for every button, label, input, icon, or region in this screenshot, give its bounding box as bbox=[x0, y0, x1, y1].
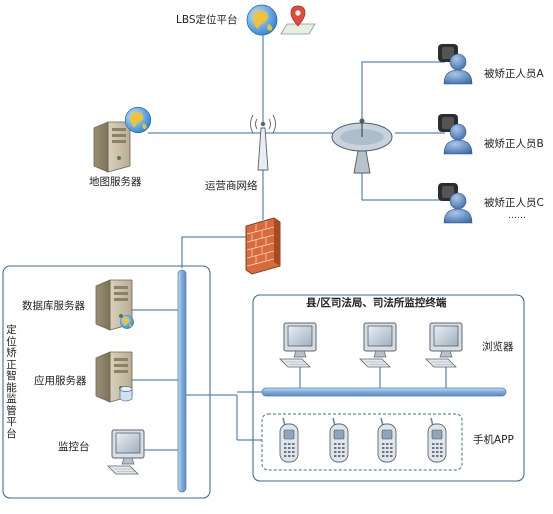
ellipsis-label: …… bbox=[508, 211, 526, 221]
monitor-icon bbox=[279, 322, 317, 368]
person-c-label: 被矫正人员C bbox=[484, 197, 544, 209]
globe-icon bbox=[246, 4, 278, 36]
person-icon bbox=[437, 182, 473, 224]
globe-icon bbox=[120, 315, 134, 329]
database-server-label: 数据库服务器 bbox=[22, 300, 85, 312]
mobile-phone-icon bbox=[279, 417, 299, 463]
mobile-phone-icon bbox=[427, 417, 447, 463]
mobile-phone-icon bbox=[377, 417, 397, 463]
database-icon bbox=[119, 386, 133, 402]
connection-lines bbox=[128, 35, 447, 451]
lbs-platform-label: LBS定位平台 bbox=[176, 14, 238, 26]
mobile-app-label: 手机APP bbox=[473, 434, 514, 446]
browser-label: 浏览器 bbox=[482, 341, 514, 353]
terminal-bus bbox=[261, 387, 507, 397]
monitor-icon bbox=[359, 322, 397, 368]
firewall-icon bbox=[245, 217, 281, 275]
map-server-label: 地图服务器 bbox=[89, 176, 142, 188]
carrier-network-label: 运营商网络 bbox=[205, 180, 258, 192]
terminal-group-box bbox=[252, 294, 525, 482]
person-a-label: 被矫正人员A bbox=[484, 68, 544, 80]
person-icon bbox=[437, 113, 473, 155]
terminal-group-title: 县/区司法局、司法所监控终端 bbox=[306, 297, 447, 309]
person-icon bbox=[437, 43, 473, 85]
person-b-label: 被矫正人员B bbox=[484, 138, 544, 150]
platform-title: 定位矫正智能监管平台 bbox=[6, 324, 17, 440]
satellite-dish-icon bbox=[331, 118, 393, 174]
map-server-icon bbox=[93, 121, 131, 173]
mobile-phone-icon bbox=[329, 417, 349, 463]
monitor-icon bbox=[107, 429, 145, 475]
platform-bus bbox=[177, 269, 187, 493]
platform-box bbox=[2, 265, 211, 499]
antenna-icon bbox=[250, 114, 276, 171]
monitor-console-label: 监控台 bbox=[58, 441, 90, 453]
application-server-label: 应用服务器 bbox=[34, 375, 87, 387]
monitor-icon bbox=[425, 322, 463, 368]
map-pin-icon bbox=[280, 5, 316, 35]
globe-icon bbox=[124, 106, 152, 134]
